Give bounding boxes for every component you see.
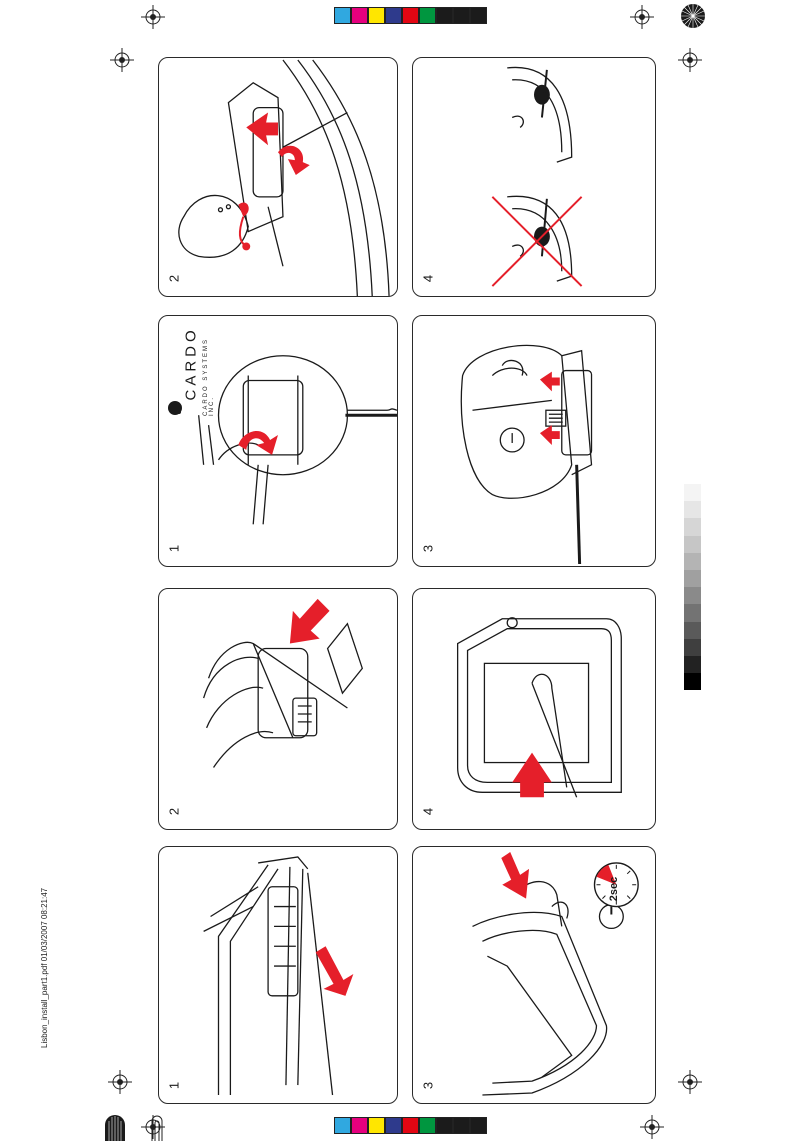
step-number: 3: [420, 1081, 436, 1090]
touch-illustration: [456, 617, 622, 798]
color-swatch: [436, 7, 453, 24]
color-swatch: [453, 1117, 470, 1134]
gray-swatch: [684, 535, 701, 553]
helmet-mount-illustration: [178, 59, 390, 296]
cardo-unit-illustration: [198, 355, 397, 525]
step-panel-6-helmet-mount: 2: [158, 57, 398, 297]
step-panel-5-cardo-unit: CARDO CARDO SYSTEMS INC. 1: [158, 315, 398, 567]
registration-mark-top-left: [141, 5, 165, 29]
step-number: 3: [420, 544, 436, 553]
file-label: Lisbon_install_part1.pdf 01/03/2007 08:2…: [40, 887, 49, 1048]
color-swatch: [470, 7, 487, 24]
star-target-top-right: [681, 4, 705, 28]
gray-swatch: [684, 655, 701, 674]
color-swatch: [385, 7, 402, 24]
registration-mark-bottom-right: [640, 1115, 664, 1139]
crop-mark-bottom: [151, 1115, 163, 1141]
step-number: 2: [166, 274, 182, 283]
red-arrow-press: [501, 852, 530, 899]
red-arrow-upper: [539, 371, 560, 392]
color-strip-bottom: [334, 1117, 487, 1134]
color-swatch: [402, 7, 419, 24]
color-swatch: [385, 1117, 402, 1134]
step-number: 4: [420, 807, 436, 816]
color-swatch: [334, 1117, 351, 1134]
color-swatch: [436, 1117, 453, 1134]
gray-swatch: [684, 673, 701, 691]
color-swatch: [419, 7, 436, 24]
gray-swatch: [684, 501, 701, 519]
step-panel-8-mic-position: 4: [412, 57, 656, 297]
gray-swatch: [684, 518, 701, 536]
red-arrow-touch: [512, 752, 552, 798]
gray-swatch: [684, 552, 701, 570]
mic-position-illustration: [491, 66, 583, 287]
step-number: 1: [166, 1081, 182, 1090]
gray-swatch: [684, 621, 701, 639]
gray-swatch: [684, 569, 701, 588]
wrong-cross-icon: [491, 196, 583, 287]
color-swatch: [453, 7, 470, 24]
brand-tagline: CARDO SYSTEMS INC.: [203, 337, 215, 416]
red-arrow-insert: [289, 598, 330, 644]
color-swatch: [470, 1117, 487, 1134]
registration-mark-right-lower: [678, 1070, 702, 1094]
registration-mark-right-upper: [678, 48, 702, 72]
slide-unit-illustration: [460, 344, 593, 565]
attach-illustration: [203, 598, 364, 768]
color-swatch: [419, 1117, 436, 1134]
red-arrow-rotate-screw: [278, 145, 310, 176]
brand-name: CARDO: [182, 326, 200, 401]
color-strip-top: [334, 7, 487, 24]
gray-scale-bar: [684, 484, 701, 691]
step-number: 4: [420, 274, 436, 283]
step-panel-4-touch: 4: [412, 588, 656, 830]
red-arrow-push: [246, 112, 278, 146]
cardo-logo-icon: [168, 401, 182, 415]
registration-mark-left-upper: [110, 48, 134, 72]
step-panel-7-slide-unit: 3: [412, 315, 656, 567]
registration-mark-top-right: [630, 5, 654, 29]
step-number: 2: [166, 807, 182, 816]
gray-swatch: [684, 604, 701, 622]
timer-icon: [593, 862, 639, 908]
star-target-bottom-left: [105, 1115, 125, 1141]
clamp-illustration: [203, 856, 354, 1096]
step-panel-3-power: 2sec 3: [412, 846, 656, 1104]
color-swatch: [368, 1117, 385, 1134]
power-illustration: [472, 852, 639, 1096]
gray-swatch: [684, 587, 701, 605]
mic-correct: [534, 84, 550, 105]
registration-mark-left-lower: [108, 1070, 132, 1094]
step-panel-1-clamp: 1: [158, 846, 398, 1104]
gray-swatch: [684, 484, 701, 502]
color-swatch: [351, 7, 368, 24]
step-panel-2-attach: 2: [158, 588, 398, 830]
color-swatch: [334, 7, 351, 24]
color-swatch: [351, 1117, 368, 1134]
microphone-red: [238, 202, 249, 217]
color-swatch: [402, 1117, 419, 1134]
color-swatch: [368, 7, 385, 24]
timer-label: 2sec: [608, 876, 621, 902]
red-arrow-slide: [315, 946, 354, 996]
red-arrow-rotate: [238, 431, 278, 455]
step-number: 1: [166, 544, 182, 553]
red-arrow-lower: [539, 425, 560, 445]
gray-swatch: [684, 638, 701, 656]
